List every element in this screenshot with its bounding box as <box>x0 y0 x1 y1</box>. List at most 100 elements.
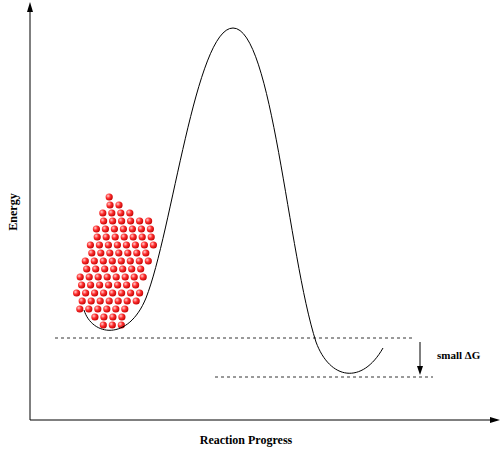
molecule <box>109 217 116 224</box>
molecule <box>131 273 138 280</box>
molecule <box>106 193 113 200</box>
molecule <box>123 281 130 288</box>
molecule <box>114 281 121 288</box>
molecule <box>129 225 136 232</box>
molecule <box>105 281 112 288</box>
delta-g-arrowhead <box>417 366 423 375</box>
molecule <box>106 201 113 208</box>
molecule <box>101 265 108 272</box>
molecule <box>91 257 98 264</box>
molecule <box>94 305 101 312</box>
molecule <box>78 281 85 288</box>
molecule <box>112 305 119 312</box>
molecule <box>124 249 131 256</box>
molecule <box>136 289 143 296</box>
molecule <box>73 289 80 296</box>
molecule <box>137 265 144 272</box>
molecule <box>99 209 106 216</box>
molecule <box>100 313 107 320</box>
molecule <box>103 305 110 312</box>
molecule <box>115 249 122 256</box>
molecule <box>76 305 83 312</box>
molecule <box>119 265 126 272</box>
molecule <box>115 201 122 208</box>
molecule <box>92 265 99 272</box>
molecule <box>104 273 111 280</box>
molecule <box>88 249 95 256</box>
molecule <box>109 313 116 320</box>
molecule <box>96 281 103 288</box>
molecule <box>138 225 145 232</box>
molecule <box>122 273 129 280</box>
energy-curve <box>84 28 383 373</box>
reference-lines <box>55 338 433 377</box>
molecule <box>114 241 121 248</box>
molecule <box>112 233 119 240</box>
molecule <box>86 273 93 280</box>
molecule <box>87 281 94 288</box>
molecule <box>106 297 113 304</box>
molecule <box>103 233 110 240</box>
molecule <box>82 257 89 264</box>
molecule <box>145 217 152 224</box>
molecule <box>100 321 107 328</box>
molecule <box>132 241 139 248</box>
molecule <box>93 225 100 232</box>
molecule <box>148 233 155 240</box>
molecule <box>115 297 122 304</box>
molecule <box>106 249 113 256</box>
molecule <box>124 297 131 304</box>
molecule <box>91 289 98 296</box>
molecule <box>109 321 116 328</box>
molecule <box>97 249 104 256</box>
molecule <box>147 225 154 232</box>
molecule <box>97 297 104 304</box>
molecule <box>91 313 98 320</box>
molecule <box>118 217 125 224</box>
molecule <box>83 265 90 272</box>
molecule <box>123 241 130 248</box>
molecule <box>142 249 149 256</box>
molecule <box>141 241 148 248</box>
molecule <box>136 217 143 224</box>
molecule <box>140 273 147 280</box>
molecule <box>96 241 103 248</box>
molecule <box>118 257 125 264</box>
molecule <box>139 233 146 240</box>
molecule <box>121 305 128 312</box>
molecule <box>127 257 134 264</box>
axis-arrowhead <box>27 2 33 12</box>
molecule-cluster <box>73 193 157 328</box>
delta-g-label: small ΔG <box>437 350 480 361</box>
molecule <box>79 297 86 304</box>
molecule <box>108 209 115 216</box>
molecule <box>121 233 128 240</box>
axes <box>30 6 497 420</box>
molecule <box>127 289 134 296</box>
molecule <box>117 209 124 216</box>
molecule <box>145 257 152 264</box>
axis-arrowhead <box>490 417 500 423</box>
molecule <box>118 289 125 296</box>
molecule <box>133 297 140 304</box>
molecule <box>100 217 107 224</box>
molecule <box>110 265 117 272</box>
molecule <box>150 241 157 248</box>
molecule <box>100 257 107 264</box>
molecule <box>105 241 112 248</box>
delta-g-arrow <box>420 342 421 368</box>
molecule <box>94 233 101 240</box>
molecule <box>100 289 107 296</box>
molecule <box>82 289 89 296</box>
molecule <box>77 273 84 280</box>
molecule <box>133 249 140 256</box>
molecule <box>95 273 102 280</box>
molecule <box>87 241 94 248</box>
molecule <box>120 225 127 232</box>
molecule <box>113 273 120 280</box>
molecule <box>118 313 125 320</box>
molecule <box>132 281 139 288</box>
molecule <box>85 305 92 312</box>
molecule <box>130 233 137 240</box>
